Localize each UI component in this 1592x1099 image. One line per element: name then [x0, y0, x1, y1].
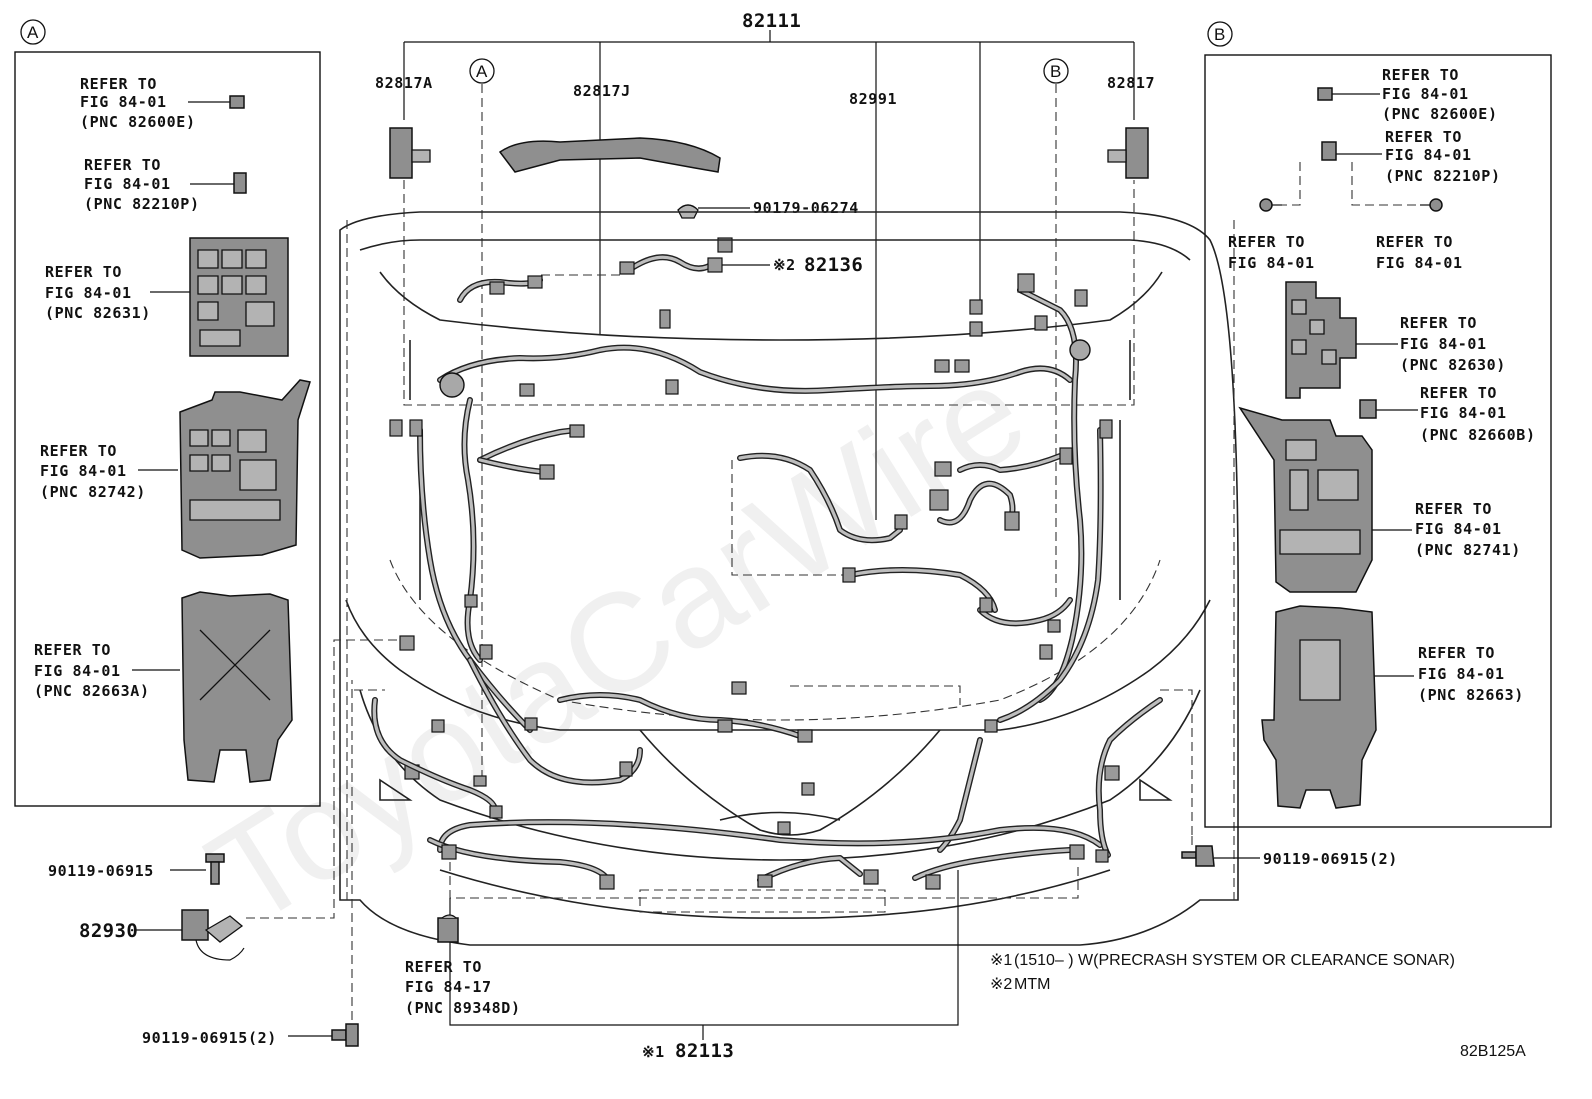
b-82741-fig: FIG 84-01 [1415, 520, 1502, 538]
b-82741-pnc: (PNC 82741) [1415, 541, 1521, 559]
connector-89348D [437, 914, 459, 943]
part-82113-mark: ※1 [642, 1043, 665, 1061]
refer-to-89348D-line2: FIG 84-17 [405, 978, 492, 996]
watermark: ToyotaCarWire [183, 332, 1051, 956]
b-82630-pnc: (PNC 82630) [1400, 356, 1506, 374]
b-82630-relay-block [1285, 281, 1357, 399]
engine-harness-dashed-box [403, 180, 1135, 406]
part-90179-06274: 90179-06274 [753, 199, 859, 217]
part-82136-mark: ※2 [773, 256, 796, 274]
a-82742-junction-block [179, 379, 311, 559]
bracket-part-82817J [498, 137, 721, 173]
part-82930-connector [135, 639, 400, 961]
b-82663-pnc: (PNC 82663) [1418, 686, 1524, 704]
refer-to-89348D-line3: (PNC 89348D) [405, 999, 521, 1017]
bracket-82111 [403, 30, 1135, 520]
b-82600E-relay [1317, 87, 1333, 101]
a-82742-pnc: (PNC 82742) [40, 483, 146, 501]
a-82631-fig: FIG 84-01 [45, 284, 132, 302]
b-bolt-right-refer: REFER TO [1376, 233, 1453, 251]
b-82600E-fig: FIG 84-01 [1382, 85, 1469, 103]
b-bolt-left-refer: REFER TO [1228, 233, 1305, 251]
b-82210P-fuse [1321, 141, 1337, 161]
part-82113: 82113 [675, 1040, 734, 1062]
a-82210P-fig: FIG 84-01 [84, 175, 171, 193]
note-1-text: (1510– ) W(PRECRASH SYSTEM OR CLEARANCE … [1014, 952, 1455, 969]
a-82600E-fig: FIG 84-01 [80, 93, 167, 111]
b-82600E-pnc: (PNC 82600E) [1382, 105, 1498, 123]
svg-text:A: A [476, 62, 488, 81]
b-82663-refer: REFER TO [1418, 644, 1495, 662]
marker-a-center: A [469, 58, 495, 84]
note-2-text: MTM [1014, 976, 1050, 993]
refer-to-89348D-line1: REFER TO [405, 958, 482, 976]
part-90119-06915-left: 90119-06915 [48, 862, 154, 880]
a-82600E-pnc: (PNC 82600E) [80, 113, 196, 131]
part-90119-06915-right: 90119-06915(2) [1263, 850, 1398, 868]
part-90119-06915-bottom: 90119-06915(2) [142, 1029, 277, 1047]
svg-text:B: B [1050, 62, 1061, 81]
b-82660B-fig: FIG 84-01 [1420, 404, 1507, 422]
bracket-82113 [449, 870, 959, 1040]
harness-connectors [389, 273, 1120, 835]
panel-b: B [1204, 21, 1552, 828]
a-82742-refer: REFER TO [40, 442, 117, 460]
b-82630-fig: FIG 84-01 [1400, 335, 1487, 353]
a-82663A-refer: REFER TO [34, 641, 111, 659]
a-82631-refer: REFER TO [45, 263, 122, 281]
b-82660B-relay [1359, 399, 1377, 419]
part-82817J: 82817J [573, 82, 631, 100]
front-bumper-harness-82113 [354, 685, 1193, 913]
marker-b-center: B [1043, 58, 1069, 84]
bolt-right-90119 [1181, 836, 1260, 867]
bracket-part-82817A [389, 127, 431, 179]
a-82742-fig: FIG 84-01 [40, 462, 127, 480]
a-82663A-pnc: (PNC 82663A) [34, 682, 150, 700]
b-bolt-right [1420, 198, 1443, 212]
part-82930: 82930 [79, 920, 138, 942]
a-82600E-refer: REFER TO [80, 75, 157, 93]
b-82741-refer: REFER TO [1415, 500, 1492, 518]
bolt-bottom-90119 [288, 680, 359, 1047]
b-bolt-right-fig: FIG 84-01 [1376, 254, 1463, 272]
a-82210P-refer: REFER TO [84, 156, 161, 174]
diagram-id: 82B125A [1460, 1043, 1526, 1060]
a-82600E-relay [229, 95, 245, 109]
part-82991: 82991 [849, 90, 897, 108]
a-82210P-pnc: (PNC 82210P) [84, 195, 200, 213]
b-82663-cover [1261, 605, 1377, 809]
sub-harness-82136 [540, 237, 770, 276]
body-dash-bumper [389, 559, 1161, 721]
a-82631-pnc: (PNC 82631) [45, 304, 151, 322]
b-82210P-fig: FIG 84-01 [1385, 146, 1472, 164]
part-82111: 82111 [742, 10, 801, 32]
b-bolt-left-fig: FIG 84-01 [1228, 254, 1315, 272]
note-2-mark: ※2 [990, 976, 1012, 993]
b-fuse-dash [1280, 162, 1420, 206]
b-82660B-pnc: (PNC 82660B) [1420, 426, 1536, 444]
svg-text:B: B [1214, 25, 1225, 44]
a-82631-relay-block [189, 237, 289, 357]
b-82600E-refer: REFER TO [1382, 66, 1459, 84]
svg-text:A: A [27, 23, 39, 42]
b-82741-junction-block [1238, 406, 1373, 593]
a-82663A-fig: FIG 84-01 [34, 662, 121, 680]
b-82210P-refer: REFER TO [1385, 128, 1462, 146]
b-82663-fig: FIG 84-01 [1418, 665, 1505, 683]
bolt-left-90119 [170, 853, 225, 885]
b-82210P-pnc: (PNC 82210P) [1385, 167, 1501, 185]
harness-82991 [731, 452, 998, 613]
a-82663A-cover [181, 591, 293, 783]
b-bolt-left [1259, 198, 1282, 212]
b-82660B-refer: REFER TO [1420, 384, 1497, 402]
b-82630-refer: REFER TO [1400, 314, 1477, 332]
part-82136: 82136 [804, 254, 863, 276]
bracket-part-82817 [1107, 127, 1149, 179]
part-82817: 82817 [1107, 74, 1155, 92]
part-82817A: 82817A [375, 74, 433, 92]
panel-a: A [14, 19, 321, 807]
note-1-mark: ※1 [990, 952, 1012, 969]
a-82210P-fuse [233, 172, 247, 194]
